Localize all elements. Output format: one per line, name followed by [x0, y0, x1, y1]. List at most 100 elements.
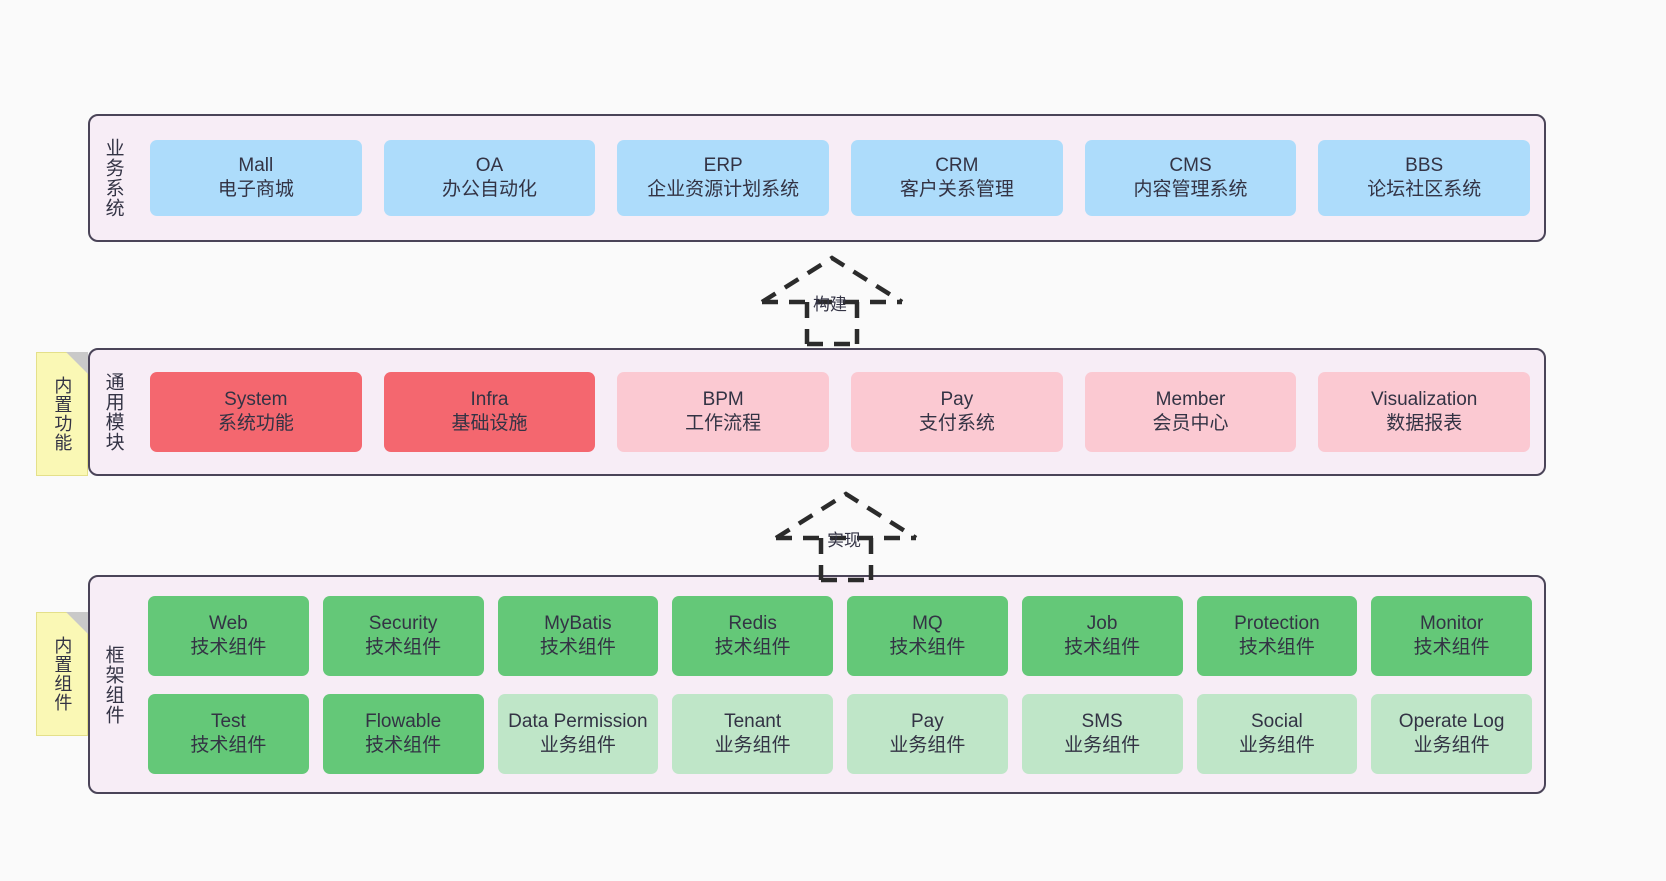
layer-body-business-system: Mall 电子商城 OA 办公自动化 ERP 企业资源计划系统 CRM 客户关系…	[136, 116, 1544, 240]
card-title-cn: 业务组件	[889, 734, 966, 756]
card-title-en: Mall	[238, 155, 274, 177]
card-security[interactable]: Security 技术组件	[322, 595, 484, 676]
card-test[interactable]: Test 技术组件	[148, 693, 309, 774]
card-title-en: BBS	[1405, 155, 1444, 177]
layer-title-business-system: 业务系统	[102, 138, 124, 218]
card-title-cn: 技术组件	[365, 636, 442, 658]
note-built-in-features: 内置功能	[36, 352, 88, 476]
card-title-cn: 业务组件	[1238, 734, 1315, 756]
card-title-cn: 技术组件	[714, 636, 791, 658]
card-bbs[interactable]: BBS 论坛社区系统	[1318, 140, 1531, 216]
card-title-cn: 会员中心	[1152, 413, 1229, 434]
card-title-en: BPM	[702, 389, 744, 411]
card-title-cn: 技术组件	[889, 636, 966, 658]
card-title-cn: 技术组件	[1064, 636, 1141, 658]
layer-business-system: 业务系统 Mall 电子商城 OA 办公自动化 ERP 企业资源计划系统 CRM…	[88, 114, 1546, 242]
card-title-cn: 内容管理系统	[1133, 179, 1248, 200]
card-title-en: Monitor	[1419, 612, 1484, 634]
card-title-en: System	[224, 389, 288, 411]
card-web[interactable]: Web 技术组件	[148, 595, 309, 676]
arrow-head-triangle	[760, 255, 904, 304]
arrow-stem	[804, 302, 860, 347]
card-title-cn: 技术组件	[1238, 636, 1315, 658]
layer-common-modules: 通用模块 System 系统功能 Infra 基础设施 BPM 工作流程 Pay…	[88, 348, 1546, 476]
card-crm[interactable]: CRM 客户关系管理	[851, 140, 1063, 216]
card-cms[interactable]: CMS 内容管理系统	[1084, 140, 1297, 216]
card-mybatis[interactable]: MyBatis 技术组件	[497, 595, 659, 676]
card-title-cn: 基础设施	[451, 413, 528, 434]
arrow-label-implement: 实现	[827, 531, 861, 550]
card-title-cn: 业务组件	[714, 734, 791, 756]
arrow-implement: 实现	[766, 490, 926, 583]
card-infra[interactable]: Infra 基础设施	[383, 372, 596, 452]
card-title-en: Social	[1251, 710, 1303, 732]
card-title-cn: 客户关系管理	[899, 179, 1014, 200]
card-title-en: Pay	[911, 710, 944, 732]
card-row: Mall 电子商城 OA 办公自动化 ERP 企业资源计划系统 CRM 客户关系…	[150, 140, 1531, 216]
card-title-en: Redis	[728, 612, 777, 634]
card-title-cn: 业务组件	[539, 734, 616, 756]
card-flowable[interactable]: Flowable 技术组件	[322, 693, 484, 774]
card-title-en: Security	[368, 612, 438, 634]
layer-body-common-modules: System 系统功能 Infra 基础设施 BPM 工作流程 Pay 支付系统…	[136, 350, 1544, 474]
card-title-en: Test	[210, 710, 246, 732]
card-system[interactable]: System 系统功能	[150, 372, 362, 452]
card-row: System 系统功能 Infra 基础设施 BPM 工作流程 Pay 支付系统…	[150, 372, 1531, 452]
card-pay[interactable]: Pay 支付系统	[851, 372, 1063, 452]
card-erp[interactable]: ERP 企业资源计划系统	[617, 140, 830, 216]
card-social[interactable]: Social 业务组件	[1196, 693, 1358, 774]
card-title-en: Operate Log	[1398, 710, 1505, 732]
card-title-cn: 技术组件	[1413, 636, 1490, 658]
card-title-en: MQ	[912, 612, 943, 634]
layer-title-framework-components: 框架组件	[102, 644, 124, 725]
card-monitor[interactable]: Monitor 技术组件	[1371, 595, 1532, 676]
card-title-cn: 系统功能	[217, 413, 294, 434]
arrow-label-build: 构建	[813, 295, 847, 314]
card-title-cn: 办公自动化	[442, 179, 538, 200]
card-title-en: Flowable	[365, 710, 442, 732]
card-mall[interactable]: Mall 电子商城	[150, 140, 362, 216]
card-title-cn: 技术组件	[190, 734, 267, 756]
card-title-cn: 技术组件	[190, 636, 267, 658]
card-title-cn: 技术组件	[539, 636, 616, 658]
card-title-en: Tenant	[724, 710, 782, 732]
card-redis[interactable]: Redis 技术组件	[672, 595, 833, 676]
card-mq[interactable]: MQ 技术组件	[847, 595, 1008, 676]
arrow-stem	[818, 538, 874, 583]
card-title-cn: 业务组件	[1413, 734, 1490, 756]
layer-framework-components: 框架组件 Web 技术组件 Security 技术组件 MyBatis 技术组件…	[88, 575, 1546, 794]
card-title-cn: 支付系统	[918, 413, 995, 434]
card-title-en: Web	[209, 612, 248, 634]
card-title-cn: 工作流程	[685, 413, 762, 434]
card-title-en: Member	[1155, 389, 1226, 411]
card-member[interactable]: Member 会员中心	[1084, 372, 1297, 452]
card-job[interactable]: Job 技术组件	[1021, 595, 1183, 676]
layer-body-framework-components: Web 技术组件 Security 技术组件 MyBatis 技术组件 Redi…	[136, 577, 1544, 792]
card-title-en: Pay	[940, 389, 974, 411]
card-pay-business[interactable]: Pay 业务组件	[847, 693, 1008, 774]
card-title-en: ERP	[703, 155, 743, 177]
card-title-en: MyBatis	[544, 612, 612, 634]
card-title-cn: 论坛社区系统	[1367, 179, 1482, 200]
arrow-head-triangle	[774, 491, 918, 540]
note-label: 内置组件	[52, 636, 73, 712]
card-row-business: Test 技术组件 Flowable 技术组件 Data Permission …	[148, 693, 1532, 774]
note-label: 内置功能	[52, 376, 73, 452]
note-built-in-components: 内置组件	[36, 612, 88, 736]
card-row-technical: Web 技术组件 Security 技术组件 MyBatis 技术组件 Redi…	[148, 595, 1532, 676]
card-data-permission[interactable]: Data Permission 业务组件	[497, 693, 659, 774]
card-title-en: Infra	[470, 389, 509, 411]
card-protection[interactable]: Protection 技术组件	[1196, 595, 1358, 676]
card-title-en: Protection	[1234, 612, 1320, 634]
card-title-cn: 技术组件	[365, 734, 442, 756]
card-title-cn: 企业资源计划系统	[647, 179, 800, 200]
card-title-cn: 业务组件	[1064, 734, 1141, 756]
card-visualization[interactable]: Visualization 数据报表	[1318, 372, 1531, 452]
card-tenant[interactable]: Tenant 业务组件	[672, 693, 833, 774]
card-operate-log[interactable]: Operate Log 业务组件	[1371, 693, 1532, 774]
card-bpm[interactable]: BPM 工作流程	[617, 372, 830, 452]
card-oa[interactable]: OA 办公自动化	[383, 140, 596, 216]
card-title-cn: 数据报表	[1386, 413, 1463, 434]
card-sms[interactable]: SMS 业务组件	[1021, 693, 1183, 774]
